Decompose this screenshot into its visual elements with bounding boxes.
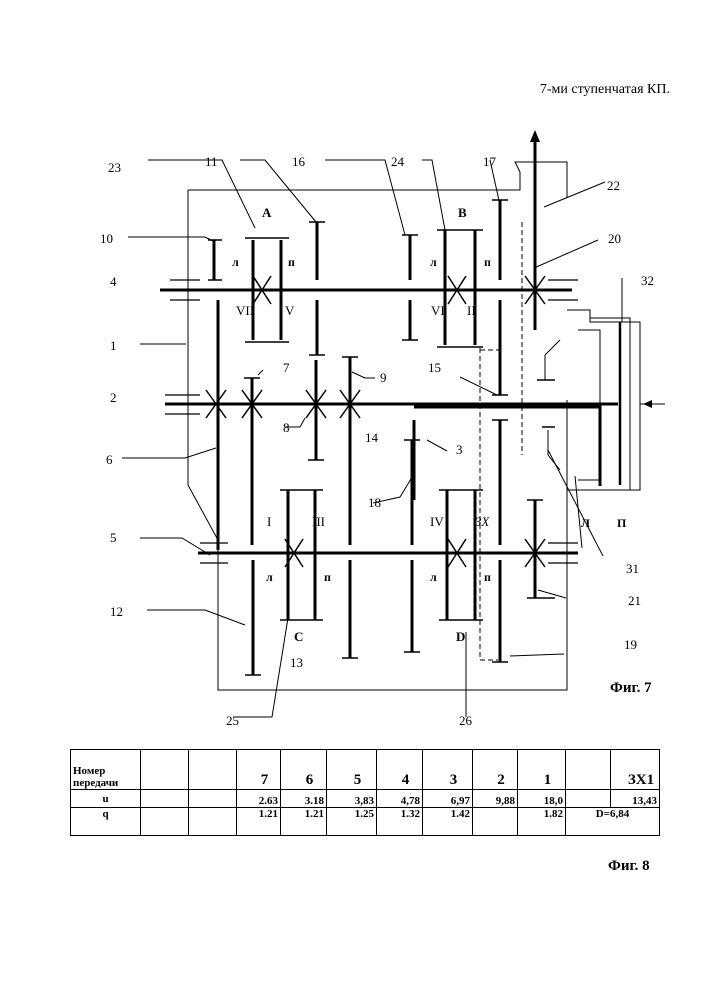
ref-15: 15 — [428, 360, 441, 375]
ref-20: 20 — [608, 231, 621, 246]
ref-32: 32 — [641, 273, 654, 288]
u-label: u — [71, 790, 141, 808]
label-p: п — [484, 570, 491, 584]
ref-17: 17 — [483, 154, 497, 169]
gear-ratio-table: Номер передачи 7 6 5 4 3 2 1 ЗХ1 u 2.63 … — [70, 749, 660, 836]
gear-label-II: II — [467, 303, 476, 318]
ref-10: 10 — [100, 231, 113, 246]
ref-19: 19 — [624, 637, 637, 652]
ref-4: 4 — [110, 274, 117, 289]
header-label: Номер передачи — [71, 750, 141, 790]
clutch-box — [567, 310, 640, 490]
u-value: 4,78 — [377, 790, 423, 808]
table-row-q: q 1.21 1.21 1.25 1.32 1.42 1.82 D=6,84 — [71, 808, 660, 836]
gear-label-V: V — [285, 303, 295, 318]
gear-3: 3 — [423, 750, 473, 790]
fig8-caption: Фиг. 8 — [608, 858, 650, 875]
u-value: 2.63 — [237, 790, 281, 808]
ref-16: 16 — [292, 154, 306, 169]
q-value: 1.42 — [423, 808, 473, 836]
ref-7: 7 — [283, 360, 290, 375]
fig7-caption: Фиг. 7 — [610, 680, 652, 696]
gear-2: 2 — [473, 750, 518, 790]
gear-reverse: ЗХ1 — [611, 750, 660, 790]
gear-6: 6 — [281, 750, 327, 790]
ref-21: 21 — [628, 593, 641, 608]
clutch-label-L: Л — [581, 516, 590, 530]
coupling-A: А — [262, 205, 272, 220]
table-row-u: u 2.63 3.18 3,83 4,78 6,97 9,88 18,0 13,… — [71, 790, 660, 808]
label-p: п — [484, 255, 491, 269]
table-row-gears: Номер передачи 7 6 5 4 3 2 1 ЗХ1 — [71, 750, 660, 790]
coupling-C: С — [294, 629, 303, 644]
ref-25: 25 — [226, 713, 239, 728]
input-arrow — [643, 400, 652, 408]
gear-7: 7 — [237, 750, 281, 790]
q-value: 1.21 — [281, 808, 327, 836]
ref-18: 18 — [368, 495, 381, 510]
gear-4: 4 — [377, 750, 423, 790]
label-l: л — [430, 255, 437, 269]
label-l: л — [430, 570, 437, 584]
gear-5: 5 — [327, 750, 377, 790]
ref-6: 6 — [106, 452, 113, 467]
coupling-B: В — [458, 205, 467, 220]
gear-label-VI: VI — [431, 303, 445, 318]
ref-13: 13 — [290, 655, 303, 670]
gear-label-VII: VII — [236, 303, 254, 318]
ref-24: 24 — [391, 154, 405, 169]
u-value: 18,0 — [518, 790, 566, 808]
gear-label-I: I — [267, 514, 271, 529]
q-value: 1.32 — [377, 808, 423, 836]
label-l: л — [232, 255, 239, 269]
gear-label-ZX: ЗХ — [475, 514, 490, 529]
q-label: q — [71, 808, 141, 836]
u-value: 3,83 — [327, 790, 377, 808]
ref-31: 31 — [626, 561, 639, 576]
ref-1: 1 — [110, 338, 117, 353]
ref-23: 23 — [108, 160, 121, 175]
clutch-label-P: П — [617, 516, 627, 530]
ref-5: 5 — [110, 530, 117, 545]
gear-label-III: III — [312, 514, 325, 529]
ref-8: 8 — [283, 420, 290, 435]
u-value: 3.18 — [281, 790, 327, 808]
q-value: 1.25 — [327, 808, 377, 836]
label-p: п — [324, 570, 331, 584]
ref-22: 22 — [607, 178, 620, 193]
ref-12: 12 — [110, 604, 123, 619]
label-p: п — [288, 255, 295, 269]
shaft-3 — [414, 407, 600, 486]
ref-9: 9 — [380, 370, 387, 385]
gear-label-IV: IV — [430, 514, 444, 529]
gear-1: 1 — [518, 750, 566, 790]
q-value: 1.21 — [237, 808, 281, 836]
u-value: 13,43 — [611, 790, 660, 808]
ref-26: 26 — [459, 713, 473, 728]
d-value: D=6,84 — [566, 808, 660, 836]
ref-3: 3 — [456, 442, 463, 457]
ref-2: 2 — [110, 390, 117, 405]
output-arrow — [530, 130, 540, 142]
u-value: 6,97 — [423, 790, 473, 808]
ref-14: 14 — [365, 430, 379, 445]
gearbox-diagram: 23 11 16 24 17 22 10 20 4 32 1 7 9 15 2 … — [0, 0, 707, 740]
q-value: 1.82 — [518, 808, 566, 836]
ref-11: 11 — [205, 154, 218, 169]
u-value: 9,88 — [473, 790, 518, 808]
housing-outline — [188, 162, 567, 690]
coupling-D: D — [456, 629, 465, 644]
label-l: л — [266, 570, 273, 584]
